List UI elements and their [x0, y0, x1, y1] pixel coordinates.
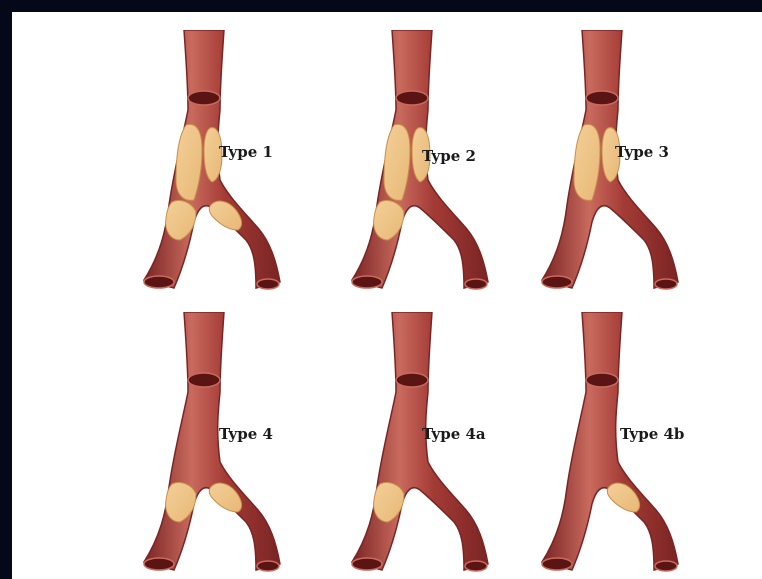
vessel-lumen [396, 373, 428, 387]
vessel-lumen [352, 276, 382, 288]
vessel-lumen [465, 561, 487, 571]
panel-type-3: Type 3 [522, 30, 722, 300]
vessel-lumen [188, 373, 220, 387]
vessel-lumen [465, 279, 487, 289]
type-label: Type 4 [219, 425, 273, 443]
type-label: Type 4a [422, 425, 486, 443]
bifurcation-vessel-image [522, 312, 722, 579]
diagram-frame: Type 1 Type 2 Type 3 Type 4 Type 4a Type… [12, 12, 762, 579]
type-label: Type 1 [219, 143, 273, 161]
vessel-lumen [655, 279, 677, 289]
vessel-lumen [144, 558, 174, 570]
vessel-lumen [144, 276, 174, 288]
vessel-lumen [352, 558, 382, 570]
panel-type-4: Type 4 [124, 312, 324, 579]
panel-type-1: Type 1 [124, 30, 324, 300]
type-label: Type 3 [615, 143, 669, 161]
bifurcation-vessel-image [332, 30, 532, 300]
type-label: Type 2 [422, 147, 476, 165]
vessel-lumen [396, 91, 428, 105]
vessel-lumen [586, 373, 618, 387]
vessel-lumen [655, 561, 677, 571]
bifurcation-vessel-image [124, 30, 324, 300]
vessel-lumen [188, 91, 220, 105]
vessel-lumen [586, 91, 618, 105]
panel-type-2: Type 2 [332, 30, 532, 300]
vessel-lumen [542, 558, 572, 570]
vessel-lumen [257, 561, 279, 571]
vessel-lumen [542, 276, 572, 288]
type-label: Type 4b [620, 425, 684, 443]
bifurcation-vessel-image [332, 312, 532, 579]
vessel-lumen [257, 279, 279, 289]
bifurcation-vessel-image [124, 312, 324, 579]
bifurcation-vessel-image [522, 30, 722, 300]
panel-type-4b: Type 4b [522, 312, 722, 579]
panel-type-4a: Type 4a [332, 312, 532, 579]
